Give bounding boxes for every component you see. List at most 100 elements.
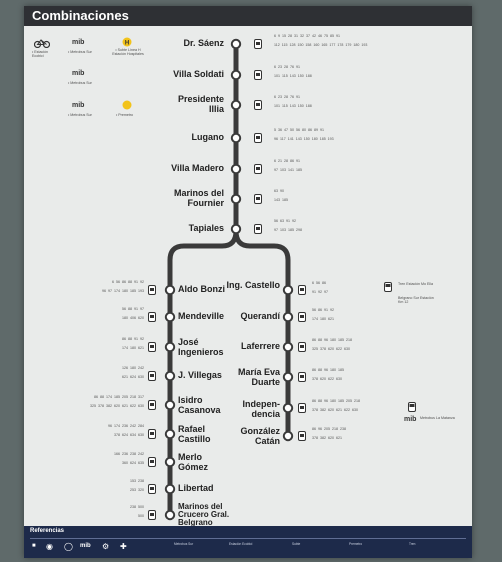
station-dot: [282, 311, 294, 323]
station-rafael-castillo[interactable]: Rafael Castillo: [178, 424, 211, 444]
station-independencia[interactable]: Indepen-dencia: [242, 399, 281, 419]
station-dot: [164, 399, 176, 411]
bus-icon: [148, 285, 156, 295]
location-icon: ◉: [46, 542, 53, 551]
station-dot: [164, 284, 176, 296]
bus-icon: ■: [32, 543, 36, 549]
station-querandi[interactable]: Querandí: [240, 311, 280, 321]
station-marinos-del-crucero-gral-belgrano[interactable]: Marinos del Crucero Gral. Belgrano: [178, 502, 230, 527]
station-mendeville[interactable]: Mendeville: [178, 311, 225, 321]
bus-icon: [148, 400, 156, 410]
header-bar: Combinaciones: [24, 6, 472, 26]
station-dot: [164, 428, 176, 440]
station-dot: [230, 69, 242, 81]
legend-caption-subte: • Subte Línea H Estación Hospitales: [112, 48, 144, 56]
footer-divider: [30, 538, 466, 539]
station-dot: [230, 38, 242, 50]
bus-icon: [148, 484, 156, 494]
bus-icon: [148, 457, 156, 467]
bus-icon: [298, 312, 306, 322]
left-bus-lines-libertad: 153 238 253 320: [130, 479, 144, 492]
station-tapiales[interactable]: Tapiales: [188, 223, 224, 233]
station-dr-saenz[interactable]: Dr. Sáenz: [183, 38, 224, 48]
right-bus-lines-querandi: 56 86 91 92 174 180 621: [312, 308, 334, 321]
bus-icon: [254, 70, 262, 80]
bus-icon: [298, 285, 306, 295]
left-bus-lines-jose-ingenieros: 86 88 91 92 174 180 621: [122, 337, 144, 350]
station-aldo-bonzi[interactable]: Aldo Bonzi: [178, 284, 225, 294]
station-dot: [164, 370, 176, 382]
line-diagram: [164, 38, 294, 521]
station-dot: [230, 163, 242, 175]
station-dot: [230, 132, 242, 144]
bus-icon: [254, 164, 262, 174]
station-dot: [164, 311, 176, 323]
trunk-bus-lines-villa-madero: 6 21 28 86 91 97 103 141 185: [274, 159, 302, 172]
station-laferrere[interactable]: Laferrere: [240, 341, 280, 351]
trunk-bus-lines-lugano: 5 36 47 50 56 80 86 89 91 96 117 141 143…: [274, 128, 334, 141]
left-bus-lines-marinos-del-crucero: 238 500 500: [130, 505, 144, 518]
station-presidente-illia[interactable]: Presidente Illia: [177, 94, 224, 114]
legend-mib-1: mib: [72, 39, 85, 46]
bus-icon: [298, 372, 306, 382]
bus-icon: [298, 431, 306, 441]
station-libertad[interactable]: Libertad: [178, 483, 214, 493]
bicycle-icon: ⚙: [102, 542, 110, 551]
right-bus-lines-maria-eva-duarte: 86 88 96 180 185 378 620 622 630: [312, 368, 344, 381]
trunk-bus-lines-marinos-del-fournier: 63 90 143 185: [274, 189, 288, 202]
premetro-icon: [122, 100, 132, 110]
station-marinos-del-fournier[interactable]: Marinos del Fournier: [173, 188, 224, 208]
left-bus-lines-mendeville: 56 88 91 97 180 406 620: [122, 307, 144, 320]
left-bus-lines-isidro-casanova: 86 88 174 185 205 218 317 325 378 382 62…: [90, 395, 144, 408]
station-j-villegas[interactable]: J. Villegas: [178, 370, 222, 380]
legend-caption-mib-1: • Metrobus Sur: [68, 50, 92, 54]
station-dot: [164, 509, 176, 521]
bus-icon: [148, 429, 156, 439]
footer-label-tren: Tren: [409, 542, 416, 546]
bus-icon: [254, 194, 262, 204]
station-dot: [282, 430, 294, 442]
station-dot: [164, 456, 176, 468]
bus-icon: [298, 342, 306, 352]
legend-caption-matanza: Metrobus La Matanza: [420, 416, 455, 420]
bus-icon: [148, 342, 156, 352]
legend-caption-mib-2: • Metrobus Sur: [68, 81, 92, 85]
station-dot: [282, 284, 294, 296]
station-dot: [164, 341, 176, 353]
footer-label-ecobici: Estación Ecobici: [229, 542, 253, 546]
station-dot: [282, 341, 294, 353]
references-title: Referencias: [30, 528, 65, 534]
legend-caption-premetro: • Premetro: [116, 113, 134, 117]
footer-label-metrobus: Metrobus Sur: [174, 542, 194, 546]
trunk-bus-lines-tapiales: 56 63 91 92 97 103 185 298: [274, 219, 302, 232]
station-gonzalez-catan[interactable]: González Catán: [240, 426, 280, 446]
station-villa-soldati[interactable]: Villa Soldati: [173, 69, 224, 79]
station-ing-castello[interactable]: Ing. Castello: [226, 280, 280, 290]
train-icon: [408, 402, 416, 412]
station-merlo-gomez[interactable]: Merlo Gómez: [178, 452, 209, 472]
right-bus-lines-laferrere: 86 88 96 180 185 218 325 378 620 622 630: [312, 338, 352, 351]
footer-mib: mib: [80, 543, 91, 549]
station-dot: [282, 371, 294, 383]
station-maria-eva-duarte[interactable]: María Eva Duarte: [237, 367, 280, 387]
left-bus-lines-j-villegas: 126 180 242 621 624 630: [122, 366, 144, 379]
station-dot: [282, 402, 294, 414]
bus-icon: [148, 371, 156, 381]
trunk-bus-lines-villa-soldati: 6 23 28 76 91 101 115 143 150 188: [274, 65, 312, 78]
right-branch-line: [233, 230, 291, 434]
svg-text:H: H: [125, 40, 129, 46]
station-villa-madero[interactable]: Villa Madero: [171, 163, 224, 173]
station-lugano[interactable]: Lugano: [191, 132, 225, 142]
station-isidro-casanova[interactable]: Isidro Casanova: [178, 395, 221, 415]
left-bus-lines-rafael-castillo: 96 174 236 242 284 378 624 634 630: [108, 424, 144, 437]
station-jose-ingenieros[interactable]: José Ingenieros: [178, 337, 224, 357]
bus-icon: [148, 312, 156, 322]
trunk-bus-lines-presidente-illia: 6 23 28 76 91 101 115 143 150 188: [274, 95, 312, 108]
legend-mib-matanza: mib: [404, 416, 417, 423]
route-map-poster: Combinaciones • Estación Ecobici mib • M…: [24, 6, 472, 558]
station-dot: [230, 223, 242, 235]
bicycle-icon: [34, 39, 50, 48]
train-icon: [384, 282, 392, 292]
bus-icon: [254, 39, 262, 49]
bus-icon: [298, 403, 306, 413]
